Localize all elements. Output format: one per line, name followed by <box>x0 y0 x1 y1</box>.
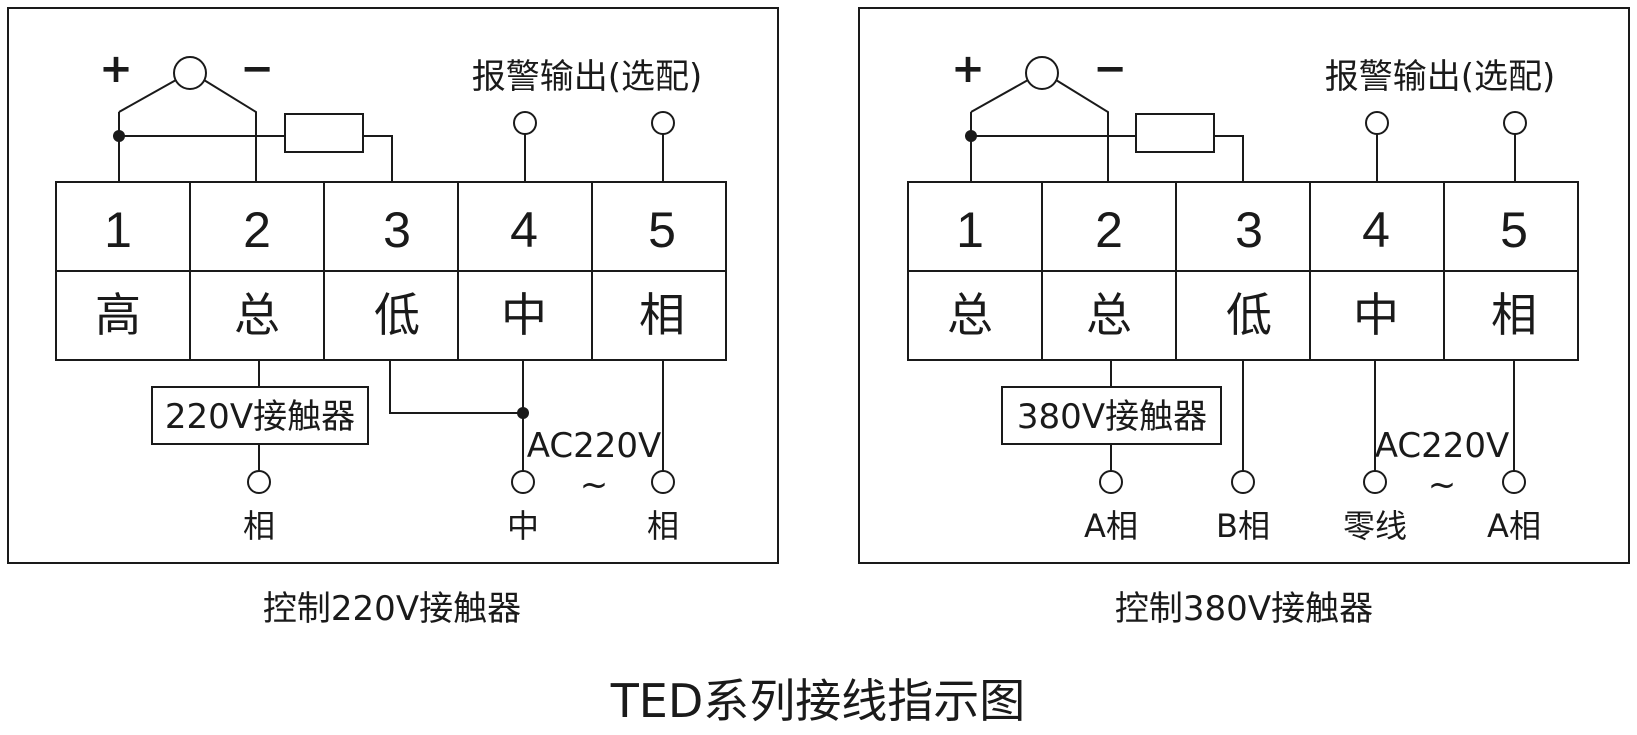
terminal-name: 相 <box>1491 288 1537 342</box>
contactor-label: 380V接触器 <box>1017 397 1207 437</box>
contactor-label: 220V接触器 <box>165 397 355 437</box>
wire <box>1055 79 1109 182</box>
terminal-name: 中 <box>1353 288 1399 342</box>
wire <box>970 79 1029 113</box>
panel-frame <box>7 7 779 564</box>
resistor <box>284 113 364 153</box>
alarm-output-label: 报警输出(选配) <box>472 57 703 97</box>
bottom-label: A相 <box>1487 507 1541 545</box>
panel-caption: 控制220V接触器 <box>263 589 521 629</box>
terminal-number: 3 <box>383 202 411 258</box>
bottom-label: 相 <box>647 507 679 545</box>
wire <box>1214 135 1244 182</box>
sensor-circle <box>1025 56 1059 90</box>
output-terminal <box>651 470 675 494</box>
panel-caption: 控制380V接触器 <box>1115 589 1373 629</box>
wire <box>203 79 257 182</box>
supply-label: AC220V <box>527 426 662 466</box>
supply-symbol: ~ <box>1428 465 1457 505</box>
alarm-terminal <box>513 111 537 135</box>
output-terminal <box>511 470 535 494</box>
panel-380v: + − 报警输出(选配) 1 2 3 4 5 总 总 低 <box>858 7 1630 564</box>
output-terminal <box>1231 470 1255 494</box>
output-terminal <box>1099 470 1123 494</box>
output-terminal <box>1363 470 1387 494</box>
terminal-number: 3 <box>1235 202 1263 258</box>
terminal-number: 2 <box>243 202 271 258</box>
output-terminal <box>247 470 271 494</box>
bottom-label: 相 <box>243 507 275 545</box>
wire <box>389 360 523 414</box>
terminal-number: 2 <box>1095 202 1123 258</box>
panel-frame <box>858 7 1630 564</box>
bottom-label: 中 <box>507 507 539 545</box>
terminal-name: 低 <box>374 288 420 342</box>
output-terminal <box>1502 470 1526 494</box>
bottom-label: B相 <box>1216 507 1270 545</box>
page-title: TED系列接线指示图 <box>610 674 1026 728</box>
terminal-number: 4 <box>1362 202 1390 258</box>
terminal-number: 5 <box>1500 202 1528 258</box>
terminal-name: 高 <box>95 288 141 342</box>
terminal-name: 总 <box>1086 288 1132 342</box>
panel-220v: + − 报警输出(选配) 1 2 3 4 5 高 总 <box>7 7 779 564</box>
terminal-name: 总 <box>234 288 280 342</box>
supply-symbol: ~ <box>580 465 609 505</box>
terminal-name: 相 <box>639 288 685 342</box>
terminal-number: 4 <box>510 202 538 258</box>
terminal-block: 1 2 3 4 5 高 总 低 中 相 <box>55 181 727 361</box>
terminal-number: 1 <box>956 202 984 258</box>
junction-dot <box>517 407 529 419</box>
alarm-terminal <box>1503 111 1527 135</box>
minus-sign: − <box>240 46 274 92</box>
terminal-block: 1 2 3 4 5 总 总 低 中 相 <box>907 181 1579 361</box>
wire <box>363 135 393 182</box>
alarm-output-label: 报警输出(选配) <box>1325 57 1556 97</box>
sensor-circle <box>173 56 207 90</box>
terminal-name: 中 <box>501 288 547 342</box>
minus-sign: − <box>1093 46 1127 92</box>
terminal-name: 总 <box>947 288 993 342</box>
bottom-label: A相 <box>1084 507 1138 545</box>
plus-sign: + <box>951 46 985 92</box>
terminal-number: 5 <box>648 202 676 258</box>
alarm-terminal <box>651 111 675 135</box>
wire <box>118 79 177 113</box>
bottom-label: 零线 <box>1343 507 1407 545</box>
terminal-number: 1 <box>104 202 132 258</box>
plus-sign: + <box>99 46 133 92</box>
supply-label: AC220V <box>1375 426 1510 466</box>
terminal-name: 低 <box>1226 288 1272 342</box>
resistor <box>1135 113 1215 153</box>
alarm-terminal <box>1365 111 1389 135</box>
